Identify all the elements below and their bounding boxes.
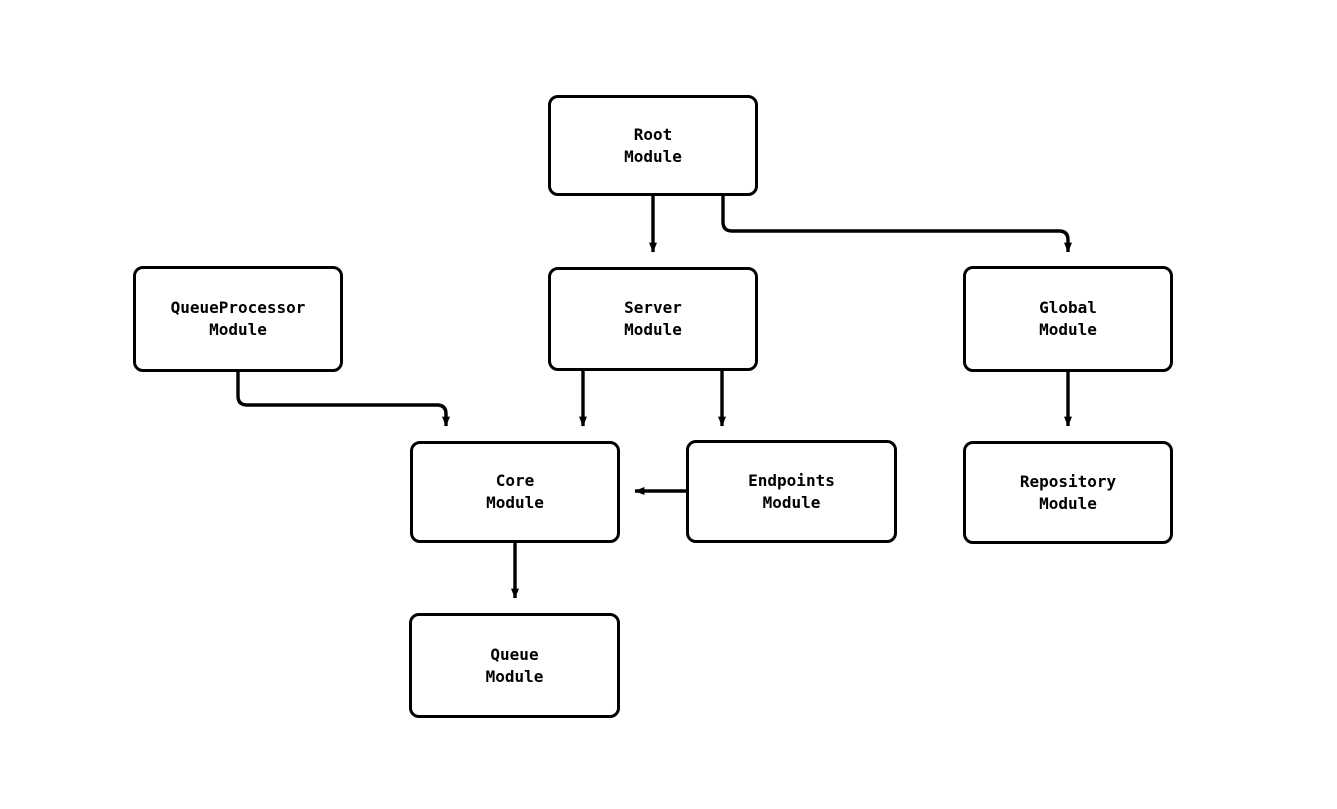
- node-queueprocessor-module[interactable]: QueueProcessor Module: [133, 266, 343, 372]
- node-global-module-label: Global Module: [1039, 298, 1097, 339]
- node-queue-module-label: Queue Module: [485, 644, 544, 686]
- node-queue-module[interactable]: Queue Module: [409, 613, 620, 718]
- node-endpoints-module[interactable]: Endpoints Module: [686, 440, 897, 543]
- edge-queueprocessor-to-core: [236, 372, 450, 427]
- node-repository-module[interactable]: Repository Module: [963, 441, 1173, 544]
- node-repository-module-label: Repository Module: [1019, 471, 1117, 513]
- edge-root-to-global: [721, 196, 1072, 253]
- node-global-module[interactable]: Global Module: [963, 266, 1173, 372]
- node-core-module[interactable]: Core Module: [410, 441, 620, 543]
- node-server-module[interactable]: Server Module: [548, 267, 758, 371]
- node-server-module-label: Server Module: [624, 298, 682, 339]
- node-endpoints-module-label: Endpoints Module: [748, 470, 835, 512]
- node-queueprocessor-module-label: QueueProcessor Module: [170, 298, 306, 339]
- node-root-module[interactable]: Root Module: [548, 95, 758, 196]
- node-core-module-label: Core Module: [486, 471, 544, 512]
- node-root-module-label: Root Module: [624, 124, 682, 166]
